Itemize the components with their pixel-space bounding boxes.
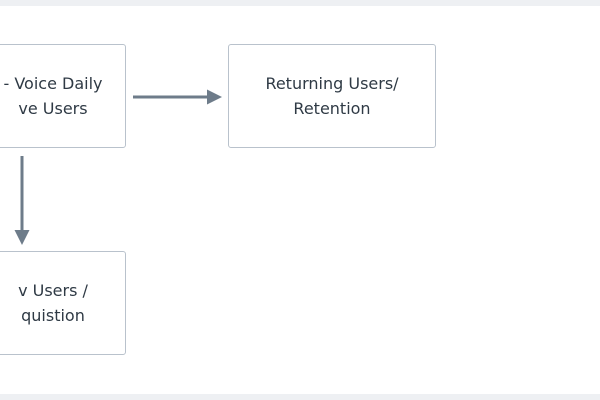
node-daily-active-users[interactable]: - Voice Daily ve Users: [0, 44, 126, 148]
diagram-canvas: - Voice Daily ve Users Returning Users/ …: [0, 6, 600, 394]
diagram-connectors: [14, 89, 222, 245]
node-new-users-acquisition[interactable]: v Users / quistion: [0, 251, 126, 355]
node-returning-users-retention-label: Returning Users/ Retention: [265, 74, 399, 118]
top-frame-strip: [0, 0, 600, 6]
node-returning-users-retention[interactable]: Returning Users/ Retention: [228, 44, 436, 148]
node-daily-active-users-label: - Voice Daily ve Users: [3, 74, 103, 118]
bottom-frame-strip: [0, 394, 600, 400]
node-new-users-acquisition-label: v Users / quistion: [18, 281, 88, 325]
